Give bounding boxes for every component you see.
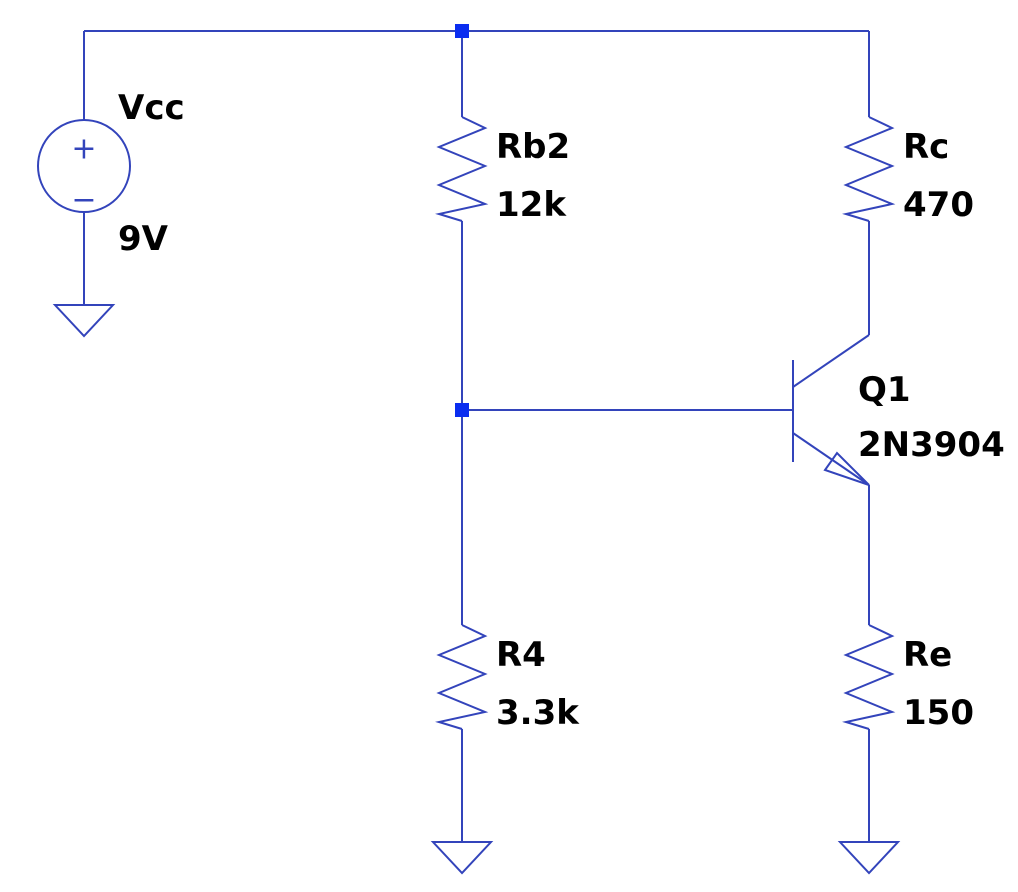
rb2-value-label: 12k xyxy=(496,185,567,225)
ground-re-icon xyxy=(837,841,901,875)
resistor-rb2: Rb2 12k xyxy=(435,116,570,225)
transistor-emitter-lead xyxy=(792,432,870,486)
transistor-q1: Q1 2N3904 xyxy=(792,334,1005,486)
r4-value-label: 3.3k xyxy=(496,693,580,733)
ground-vcc-icon xyxy=(52,304,116,338)
junction-top-rail xyxy=(455,24,469,38)
vcc-source: + − Vcc 9V xyxy=(37,88,185,259)
resistor-r4: R4 3.3k xyxy=(435,624,580,733)
r4-name-label: R4 xyxy=(496,635,546,675)
voltage-source-icon xyxy=(37,119,131,213)
resistor-re: Re 150 xyxy=(842,624,974,733)
resistor-rc-icon xyxy=(842,116,896,222)
vcc-plus-sign: + xyxy=(71,132,96,167)
rc-value-label: 470 xyxy=(903,185,974,225)
vcc-value-label: 9V xyxy=(118,219,169,259)
re-value-label: 150 xyxy=(903,693,974,733)
vcc-minus-sign: − xyxy=(71,183,96,218)
resistor-rb2-icon xyxy=(435,116,489,222)
rc-name-label: Rc xyxy=(903,127,949,167)
resistor-rc: Rc 470 xyxy=(842,116,974,225)
q1-name-label: Q1 xyxy=(858,370,911,410)
ground-r4-icon xyxy=(430,841,494,875)
resistor-r4-icon xyxy=(435,624,489,730)
rb2-name-label: Rb2 xyxy=(496,127,570,167)
re-name-label: Re xyxy=(903,635,952,675)
wires xyxy=(83,30,870,842)
junction-base-node xyxy=(455,403,469,417)
resistor-re-icon xyxy=(842,624,896,730)
transistor-collector-lead xyxy=(792,334,870,388)
vcc-name-label: Vcc xyxy=(118,88,185,128)
emitter-arrow-icon xyxy=(823,451,870,486)
q1-value-label: 2N3904 xyxy=(858,425,1005,465)
